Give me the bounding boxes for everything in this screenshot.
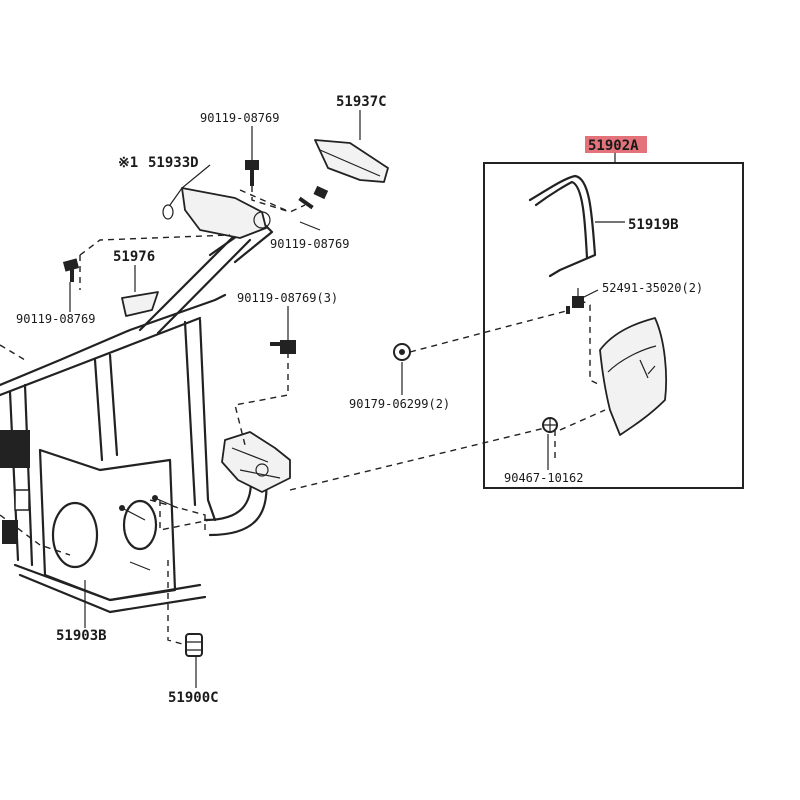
part-51919b-bracket (528, 174, 597, 278)
leader-lines (69, 110, 625, 688)
top-bracket (162, 187, 271, 239)
label-90179[interactable]: 90179-06299(2) (349, 397, 450, 411)
step-cover (599, 317, 667, 436)
part-52491-clip (566, 288, 584, 314)
label-90467[interactable]: 90467-10162 (504, 471, 583, 485)
frame-assembly-51903b (0, 218, 291, 614)
label-51903b[interactable]: 51903B (56, 628, 107, 644)
label-51976[interactable]: 51976 (113, 249, 155, 265)
label-90119-mid[interactable]: 90119-08769 (270, 237, 349, 251)
label-51900c[interactable]: 51900C (168, 690, 219, 706)
label-51937c[interactable]: 51937C (336, 94, 387, 110)
kit-box-51902a (483, 152, 744, 489)
part-51937c-plate (314, 139, 389, 183)
label-52491[interactable]: 52491-35020(2) (602, 281, 703, 295)
highlight-51902a (585, 136, 647, 153)
part-90467-screw (542, 417, 558, 433)
label-90119-3[interactable]: 90119-08769(3) (237, 291, 338, 305)
label-51919b[interactable]: 51919B (628, 217, 679, 233)
label-90119-left[interactable]: 90119-08769 (16, 312, 95, 326)
label-51933d[interactable]: 51933D (148, 155, 199, 171)
label-90119-top[interactable]: 90119-08769 (200, 111, 279, 125)
bolts (62, 160, 411, 657)
labels: 51937C 90119-08769 ※1 51933D 90119-08769… (16, 94, 703, 706)
dashed-connectors (79, 186, 606, 646)
label-51902a[interactable]: 51902A (588, 138, 639, 154)
part-51976-clip (121, 291, 159, 317)
label-51933d-mark: ※1 (118, 155, 138, 171)
